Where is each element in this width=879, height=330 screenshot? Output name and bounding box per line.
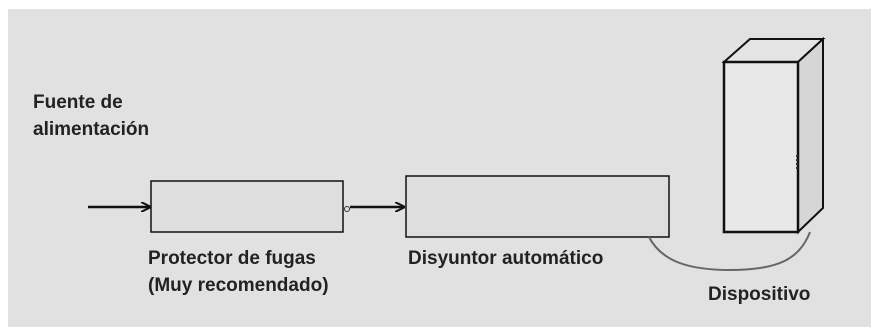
circuit-breaker-label: Disyuntor automático [408,248,604,269]
leak-protector-label-line1: Protector de fugas [148,248,316,269]
source-label-line2: alimentación [33,119,150,140]
device-cable [648,231,811,272]
device-cabinet [721,36,826,235]
connector-dot [344,206,350,212]
leak-protector-label-line2: (Muy recomendado) [148,275,329,296]
source-label-line1: Fuente de [33,92,123,113]
device-label: Dispositivo [708,284,811,305]
circuit-breaker-box [405,175,670,238]
leak-protector-box [150,180,344,233]
